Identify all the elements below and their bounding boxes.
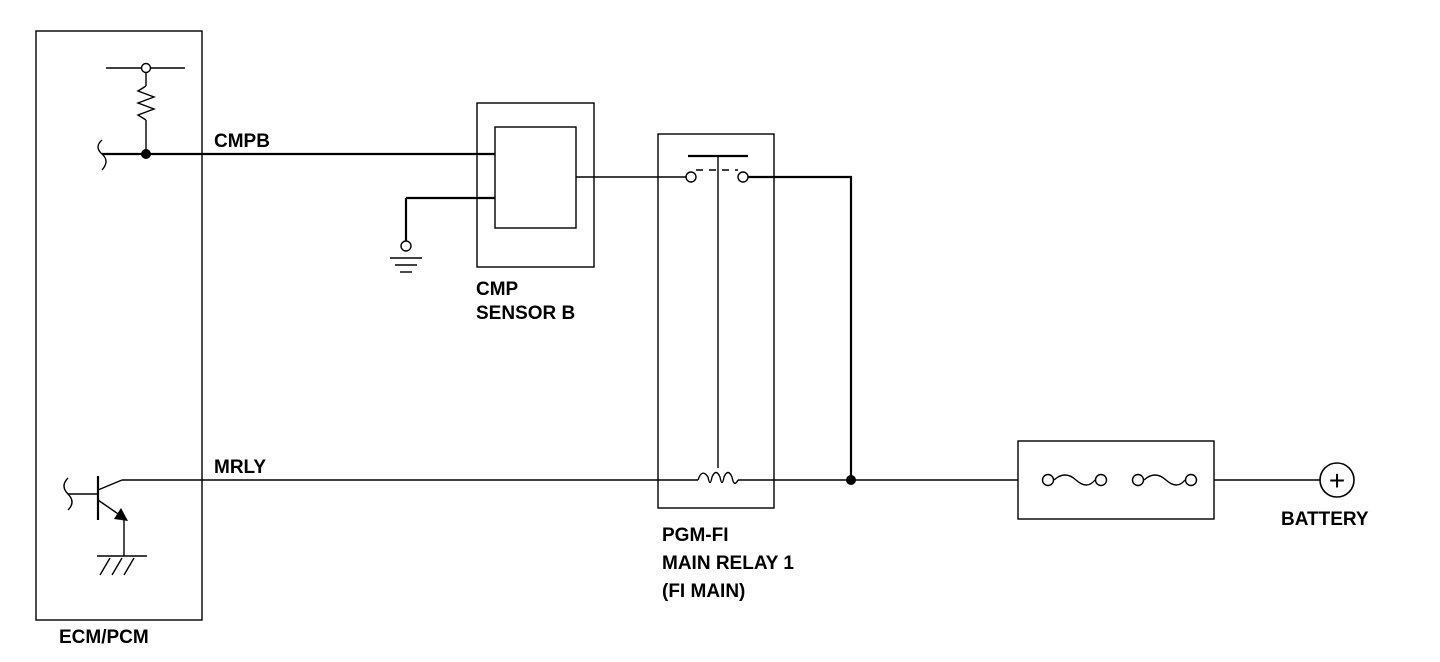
ecm-pcm-label: ECM/PCM	[59, 627, 149, 648]
battery-terminal	[1319, 462, 1355, 498]
cmp-sensor-label-line1: CMP	[476, 279, 519, 300]
pullup-resistor	[106, 62, 185, 154]
battery-plus-icon: +	[1329, 465, 1345, 496]
relay-label-line2: MAIN RELAY 1	[662, 553, 794, 574]
cmp-sensor-outer-box	[476, 102, 595, 268]
cmpb-label: CMPB	[214, 131, 270, 152]
fuse-right	[1131, 473, 1198, 487]
cmpb-junction	[141, 149, 151, 159]
sensor-ground	[390, 196, 495, 273]
relay-label-line1: PGM-FI	[662, 525, 729, 546]
mrly-label: MRLY	[214, 457, 267, 478]
battery-label: BATTERY	[1281, 509, 1369, 530]
cmp-sensor-label-line2: SENSOR B	[476, 303, 576, 324]
relay-switch	[685, 154, 749, 468]
driver-transistor	[63, 476, 147, 576]
fuse-left	[1041, 473, 1108, 487]
main-relay-box	[657, 133, 775, 509]
relay-output-wire	[748, 175, 853, 480]
relay-coil	[697, 471, 739, 485]
cmp-sensor-inner-box	[494, 126, 577, 229]
ecm-pcm-box	[35, 30, 203, 621]
relay-label-line3: (FI MAIN)	[662, 581, 746, 602]
